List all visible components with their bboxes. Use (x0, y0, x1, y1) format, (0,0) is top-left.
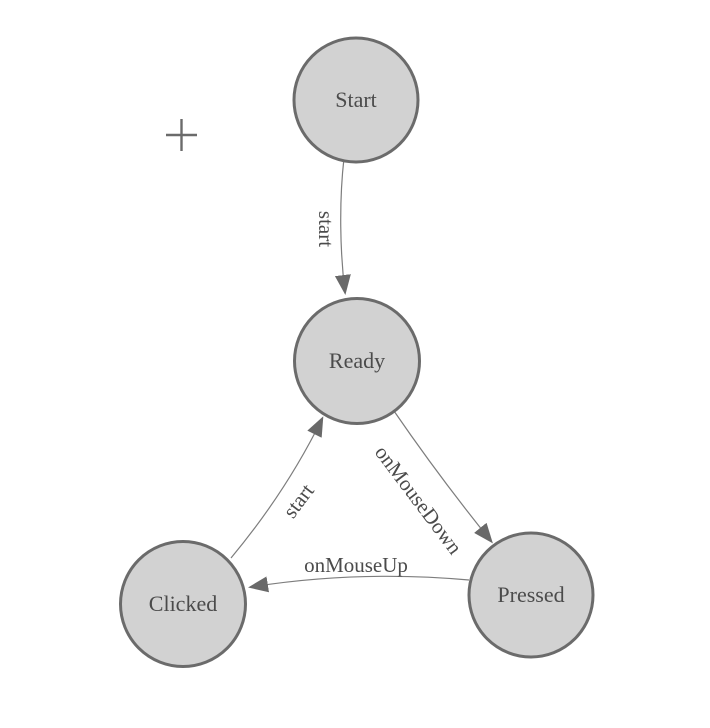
node-pressed-circle[interactable] (467, 531, 595, 659)
edge-ready-to-pressed[interactable] (393, 410, 493, 544)
node-ready-label: Ready (329, 348, 385, 373)
edge-label-pressed-to-clicked: onMouseUp (304, 553, 408, 577)
node-start-circle[interactable] (292, 36, 420, 164)
node-clicked-label: Clicked (149, 591, 217, 616)
node-pressed[interactable]: Pressed (467, 531, 595, 659)
node-clicked-circle[interactable] (119, 540, 247, 668)
node-ready-circle[interactable] (293, 297, 421, 425)
crosshair-cursor (166, 119, 197, 151)
node-clicked[interactable]: Clicked (119, 540, 247, 668)
edge-label-ready-to-pressed: onMouseDown (370, 441, 467, 559)
node-pressed-label: Pressed (497, 582, 564, 607)
node-ready[interactable]: Ready (293, 297, 421, 425)
edge-start-to-ready[interactable] (334, 157, 351, 295)
node-start[interactable]: Start (292, 36, 420, 164)
edge-label-start-to-ready: start (314, 211, 338, 247)
edge-pressed-to-clicked[interactable] (248, 575, 470, 593)
edge-clicked-to-ready[interactable] (230, 416, 324, 559)
node-start-label: Start (335, 87, 377, 112)
